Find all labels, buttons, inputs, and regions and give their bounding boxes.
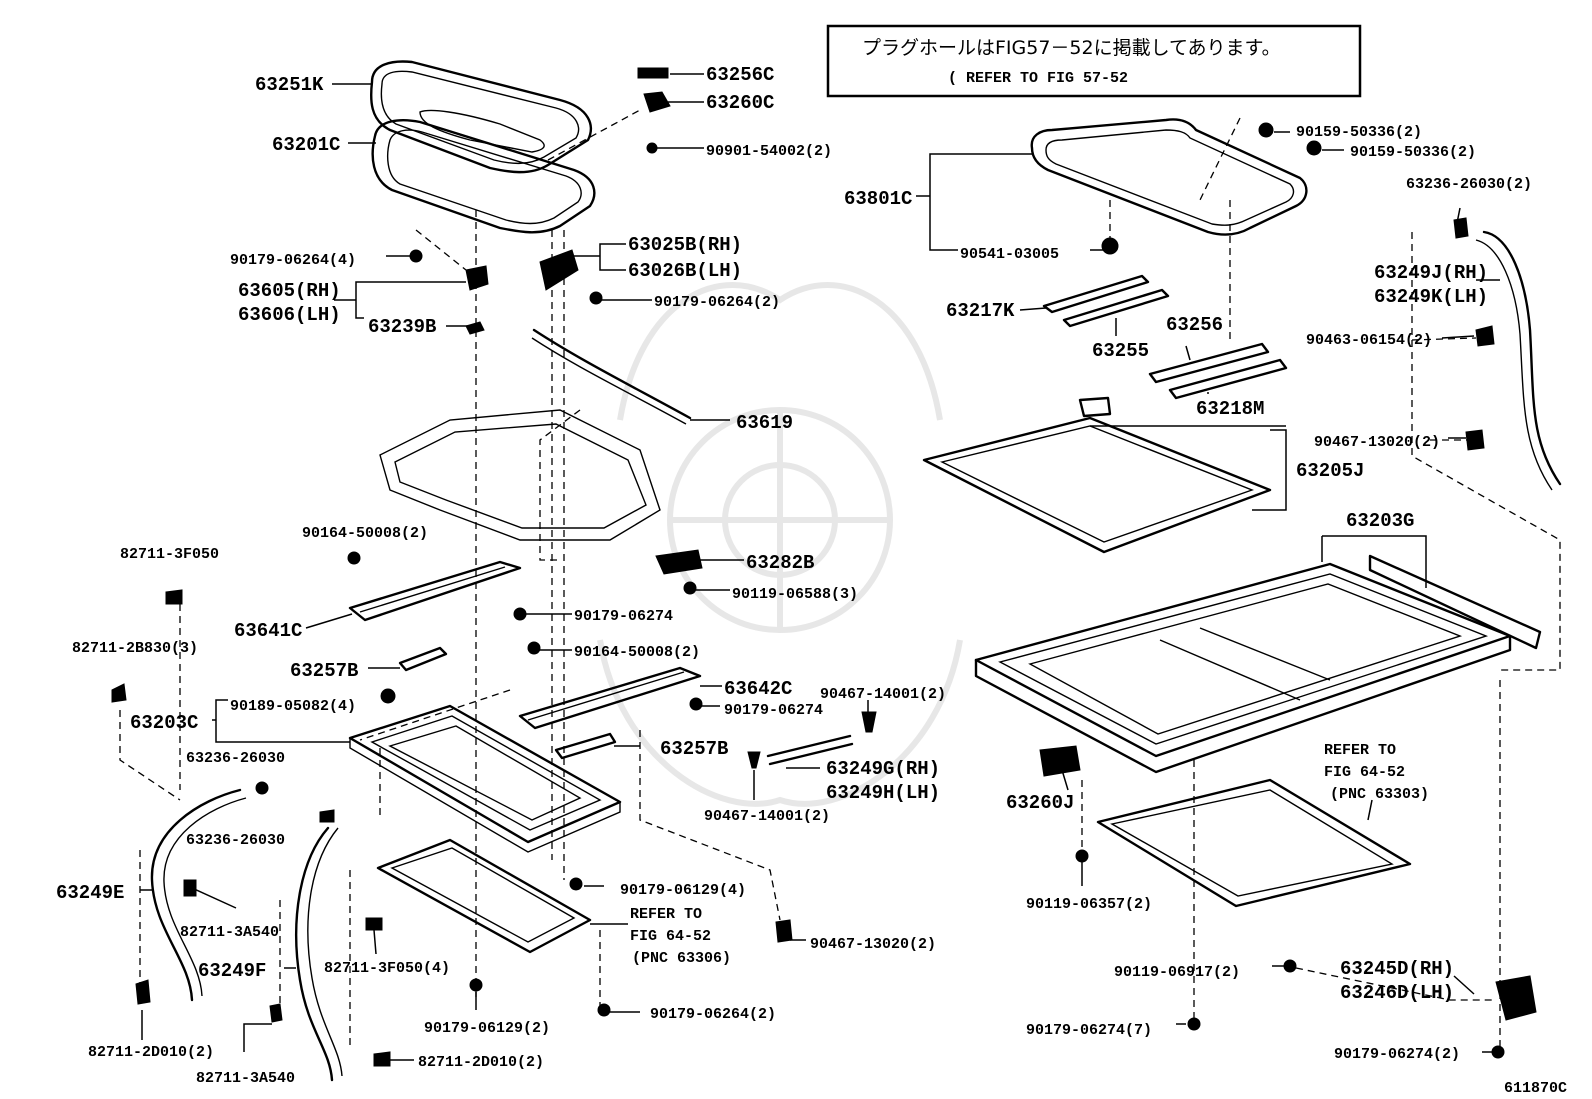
part-label: 90179-06274 — [724, 702, 823, 719]
part-label: 63239B — [368, 316, 436, 338]
part-number-labels: 63251K 63201C 63256C 63260C 90901-54002(2) 90… — [56, 64, 1532, 1087]
part-label: 63218M — [1196, 398, 1264, 420]
note-japanese-text: プラグホールはFIG57－52に掲載してあります。 — [862, 37, 1281, 59]
figure-code: 611870C — [1504, 1080, 1567, 1097]
part-label: 90467-13020(2) — [1314, 434, 1440, 451]
part-label: 82711-2D010(2) — [88, 1044, 214, 1061]
part-label: 90179-06274(2) — [1334, 1046, 1460, 1063]
watermark-emblem — [597, 282, 963, 807]
part-label: 90179-06264(2) — [654, 294, 780, 311]
part-label: 90179-06129(4) — [620, 882, 746, 899]
left-assembly-parts — [111, 60, 877, 1082]
part-label: 90119-06917(2) — [1114, 964, 1240, 981]
part-label: 63246D(LH) — [1340, 982, 1454, 1004]
part-label: 82711-2D010(2) — [418, 1054, 544, 1071]
part-label: 63641C — [234, 620, 302, 642]
left-assembly-dashed-lines — [119, 109, 781, 1050]
part-label: 90159-50336(2) — [1296, 124, 1422, 141]
part-label: 90467-14001(2) — [820, 686, 946, 703]
part-label: 63203C — [130, 712, 198, 734]
part-label: 90164-50008(2) — [574, 644, 700, 661]
part-label: REFER TO — [1324, 742, 1396, 759]
part-label: 63203G — [1346, 510, 1414, 532]
part-label: 63257B — [290, 660, 358, 682]
part-label: 63605(RH) — [238, 280, 341, 302]
right-assembly-parts — [922, 118, 1562, 1059]
part-label: 90467-13020(2) — [810, 936, 936, 953]
part-label: 90467-14001(2) — [704, 808, 830, 825]
part-label: 90119-06588(3) — [732, 586, 858, 603]
part-label: 63217K — [946, 300, 1015, 322]
part-label: FIG 64-52 — [630, 928, 711, 945]
part-label: 90179-06129(2) — [424, 1020, 550, 1037]
part-label: 90189-05082(4) — [230, 698, 356, 715]
part-label: 63282B — [746, 552, 814, 574]
part-label: 63256 — [1166, 314, 1223, 336]
part-label: (PNC 63306) — [632, 950, 731, 967]
part-label: 90463-06154(2) — [1306, 332, 1432, 349]
part-label: 63256C — [706, 64, 774, 86]
part-label: 63801C — [844, 188, 912, 210]
part-label: 90164-50008(2) — [302, 525, 428, 542]
part-label: 63026B(LH) — [628, 260, 742, 282]
part-label: 63619 — [736, 412, 793, 434]
part-label: 63245D(RH) — [1340, 958, 1454, 980]
part-label: 63251K — [255, 74, 324, 96]
refer-note-box: プラグホールはFIG57－52に掲載してあります。 ( REFER TO FIG… — [826, 24, 1362, 98]
part-label: 90119-06357(2) — [1026, 896, 1152, 913]
note-refer-text: ( REFER TO FIG 57-52 — [948, 70, 1128, 87]
part-label: 63255 — [1092, 340, 1149, 362]
part-label: 63236-26030 — [186, 750, 285, 767]
part-label: 82711-3F050 — [120, 546, 219, 563]
part-label: 63205J — [1296, 460, 1364, 482]
part-label: 90159-50336(2) — [1350, 144, 1476, 161]
part-label: 82711-3A540 — [196, 1070, 295, 1087]
part-label: 82711-3A540 — [180, 924, 279, 941]
leader-lines — [140, 73, 1500, 1061]
part-label: 63249E — [56, 882, 124, 904]
part-label: 90179-06264(4) — [230, 252, 356, 269]
part-label: 90541-03005 — [960, 246, 1059, 263]
part-label: 90901-54002(2) — [706, 143, 832, 160]
part-label: 90179-06264(2) — [650, 1006, 776, 1023]
part-label: (PNC 63303) — [1330, 786, 1429, 803]
part-label: 82711-3F050(4) — [324, 960, 450, 977]
part-label: REFER TO — [630, 906, 702, 923]
part-label: 63201C — [272, 134, 340, 156]
part-label: 63260J — [1006, 792, 1074, 814]
part-label: 63249G(RH) — [826, 758, 940, 780]
part-label: 63025B(RH) — [628, 234, 742, 256]
part-label: 63257B — [660, 738, 728, 760]
part-label: 63249K(LH) — [1374, 286, 1488, 308]
part-label: 63642C — [724, 678, 792, 700]
part-label: 63249H(LH) — [826, 782, 940, 804]
part-label: 63606(LH) — [238, 304, 341, 326]
part-label: 82711-2B830(3) — [72, 640, 198, 657]
part-label: 63260C — [706, 92, 774, 114]
part-label: 63236-26030 — [186, 832, 285, 849]
part-label: 63249F — [198, 960, 266, 982]
part-label: 63249J(RH) — [1374, 262, 1488, 284]
part-label: 63236-26030(2) — [1406, 176, 1532, 193]
part-label: FIG 64-52 — [1324, 764, 1405, 781]
part-label: 90179-06274(7) — [1026, 1022, 1152, 1039]
right-assembly-dashed-lines — [1081, 117, 1561, 1050]
part-label: 90179-06274 — [574, 608, 673, 625]
